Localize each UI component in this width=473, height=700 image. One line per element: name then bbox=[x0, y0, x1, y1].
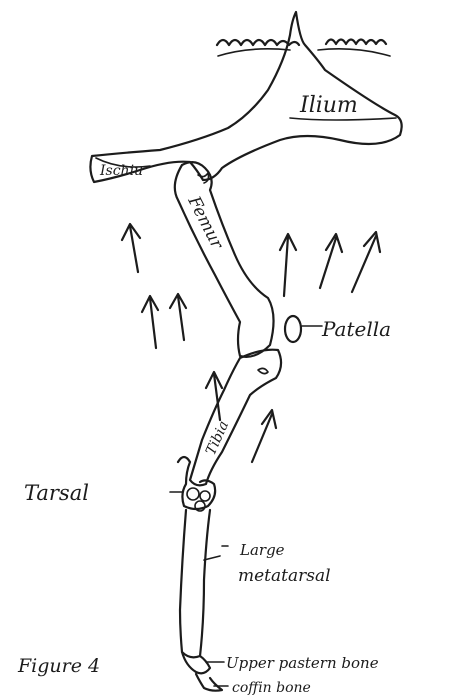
ilium-label: Ilium bbox=[299, 93, 358, 118]
arrow-5 bbox=[320, 234, 342, 288]
femur-bone bbox=[175, 162, 274, 357]
tarsal-bones bbox=[178, 457, 215, 509]
arrow-1 bbox=[122, 224, 140, 272]
coffin-bone-label: coffin bone bbox=[232, 680, 311, 696]
patella-bone bbox=[285, 316, 301, 342]
arrow-3 bbox=[170, 294, 186, 340]
large-metatarsal-bone bbox=[180, 510, 210, 657]
figure-caption: Figure 4 bbox=[17, 655, 100, 677]
arrow-4 bbox=[280, 234, 296, 296]
ischium-label: Ischiu bbox=[99, 163, 143, 179]
tarsal-bone-b bbox=[200, 491, 210, 501]
tarsal-bone-a bbox=[187, 488, 199, 500]
metatarsal-pointer bbox=[204, 546, 228, 560]
coffin-bone bbox=[196, 674, 222, 691]
tibia-knee-detail bbox=[258, 368, 268, 373]
upper-pastern-label: Upper pastern bone bbox=[226, 654, 379, 672]
tarsal-label: Tarsal bbox=[24, 481, 89, 505]
force-arrows bbox=[122, 224, 380, 462]
patella-label: Patella bbox=[321, 317, 391, 341]
arrow-8 bbox=[252, 410, 276, 462]
femur-label: Femur bbox=[183, 192, 227, 253]
arrow-2 bbox=[142, 296, 158, 348]
metatarsal-label-line1: Large bbox=[239, 541, 285, 559]
arrow-6 bbox=[352, 232, 380, 292]
ilium-label-line bbox=[290, 118, 396, 120]
skin-underline-left bbox=[218, 49, 290, 56]
skin-underline-right bbox=[318, 49, 390, 56]
metatarsal-label-line2: metatarsal bbox=[238, 566, 331, 586]
